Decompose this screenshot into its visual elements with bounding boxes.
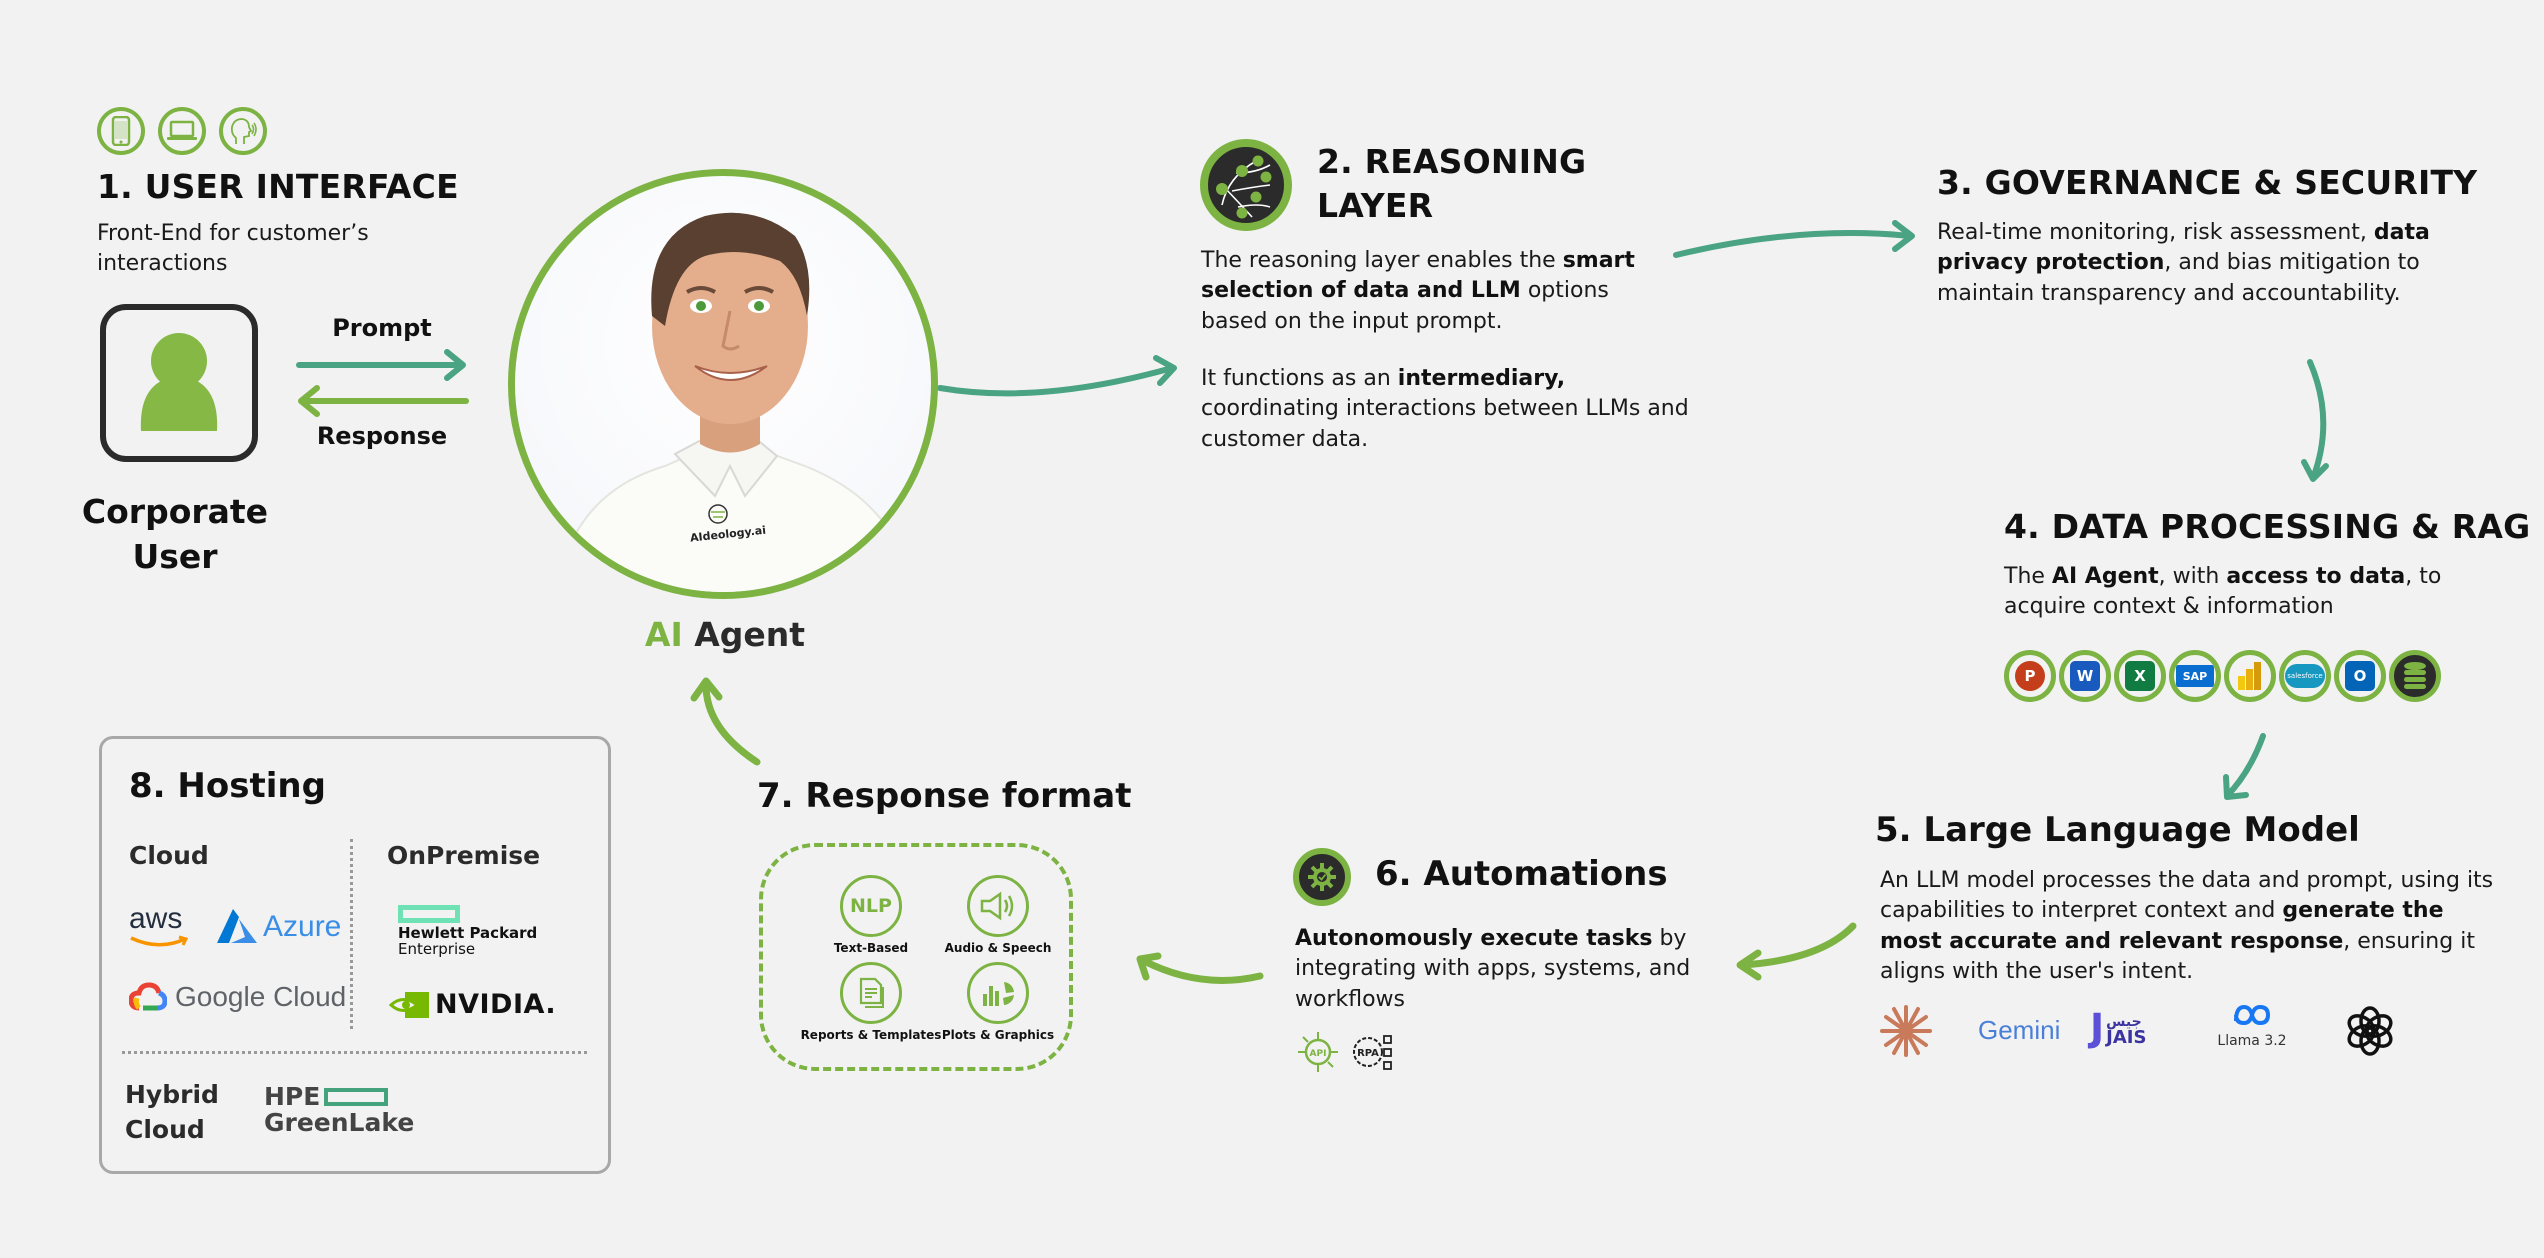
response-format-audio: Audio & Speech	[933, 875, 1063, 955]
hosting-panel: 8. Hosting Cloud OnPremise aws Azure Goo…	[99, 736, 611, 1174]
nvidia-logo: NVIDIA.	[389, 989, 556, 1020]
response-format-plots: Plots & Graphics	[933, 962, 1063, 1042]
ai-agent-avatar: AIdeology.ai	[508, 169, 938, 599]
ai-agent-label-rest: Agent	[682, 615, 806, 654]
claude-starburst-icon	[1880, 1005, 1932, 1057]
gemini-logo: Gemini	[1978, 1015, 2061, 1045]
response-format-reports: Reports & Templates	[801, 962, 941, 1042]
hybrid-cloud-label: Hybrid Cloud	[125, 1080, 219, 1144]
vertical-divider	[350, 839, 353, 1029]
aws-logo: aws	[129, 904, 193, 953]
automation-gear-icon	[1293, 848, 1351, 906]
section1-desc-line2: interactions	[97, 251, 228, 277]
corporate-user-avatar	[100, 304, 258, 462]
llama-logo: Llama 3.2	[2212, 1003, 2292, 1049]
llm-model-logos: Gemini J جيس JAIS Llama 3.2	[1878, 1003, 2398, 1063]
smartphone-icon	[97, 107, 145, 155]
document-icon	[840, 962, 902, 1024]
laptop-icon	[158, 107, 206, 155]
section2-paragraph2: It functions as an intermediary, coordin…	[1201, 366, 1689, 452]
azure-logo: Azure	[217, 909, 341, 945]
section2-title: 2. REASONING LAYER	[1317, 140, 1586, 227]
ai-agent-label-accent: AI	[644, 615, 683, 654]
automation-badges: API RPA	[1296, 1030, 1394, 1074]
section4-title: 4. DATA PROCESSING & RAG	[2004, 507, 2531, 546]
powerpoint-icon: P	[2004, 650, 2056, 702]
prompt-arrow	[296, 349, 466, 381]
response-format-text: NLP Text-Based	[806, 875, 936, 955]
hewlett-packard-enterprise-logo: Hewlett Packard Enterprise	[398, 905, 537, 958]
section8-title: 8. Hosting	[129, 766, 326, 806]
arrow-response-to-agent	[690, 677, 761, 766]
section3-title: 3. GOVERNANCE & SECURITY	[1937, 163, 2478, 202]
user-label-line1: Corporate	[81, 492, 269, 531]
section6-title: 6. Automations	[1375, 854, 1668, 894]
voice-speaking-icon	[219, 107, 267, 155]
speaker-icon	[967, 875, 1029, 937]
salesforce-icon: salesforce	[2279, 650, 2331, 702]
onpremise-label: OnPremise	[387, 841, 541, 870]
jais-logo: J جيس JAIS	[2090, 1006, 2147, 1050]
section4-description: The AI Agent, with access to data, to ac…	[2004, 564, 2442, 620]
arrow-automations-to-response	[1136, 952, 1264, 984]
svg-text:RPA: RPA	[1357, 1048, 1379, 1059]
api-gear-icon: API	[1298, 1032, 1338, 1072]
ui-channel-icons	[97, 107, 267, 155]
section7-title: 7. Response format	[757, 776, 1132, 816]
outlook-icon: O	[2334, 650, 2386, 702]
section2-title-line1: 2. REASONING	[1317, 142, 1587, 181]
powerbi-icon	[2224, 650, 2276, 702]
response-arrow	[298, 385, 469, 417]
horizontal-divider	[122, 1051, 587, 1054]
arrow-agent-to-reasoning	[937, 355, 1177, 397]
section1-description: Front-End for customer’s interactions	[97, 219, 417, 280]
reasoning-network-icon	[1200, 139, 1292, 231]
arrow-reasoning-to-governance	[1673, 220, 1915, 258]
section2-paragraph1: The reasoning layer enables the smart se…	[1201, 248, 1635, 334]
agent-portrait-illustration: AIdeology.ai	[555, 212, 915, 592]
nlp-icon: NLP	[840, 875, 902, 937]
response-label: Response	[316, 422, 448, 450]
section3-description: Real-time monitoring, risk assessment, d…	[1937, 220, 2430, 306]
section6-description: Autonomously execute tasks by integratin…	[1295, 926, 1691, 1012]
data-source-icons: P W X SAP salesforce O	[2004, 650, 2441, 702]
word-icon: W	[2059, 650, 2111, 702]
nvidia-eye-icon	[389, 991, 429, 1018]
user-label-line2: User	[132, 536, 218, 576]
excel-icon: X	[2114, 650, 2166, 702]
prompt-label: Prompt	[332, 314, 432, 342]
corporate-user-label: Corporate User	[60, 490, 290, 579]
sap-icon: SAP	[2169, 650, 2221, 702]
cloud-label: Cloud	[129, 841, 209, 870]
section2-title-line2: LAYER	[1317, 185, 1434, 225]
svg-text:API: API	[1310, 1049, 1327, 1059]
section1-title: 1. USER INTERFACE	[97, 167, 459, 206]
meta-infinity-icon	[2234, 1004, 2271, 1026]
response-format-box: NLP Text-Based Audio & Speech Reports & …	[759, 843, 1073, 1071]
azure-icon	[217, 909, 257, 943]
google-cloud-logo: Google Cloud	[129, 981, 346, 1013]
google-cloud-icon	[129, 982, 167, 1011]
rpa-workflow-icon: RPA	[1353, 1035, 1392, 1070]
section5-description: An LLM model processes the data and prom…	[1880, 868, 2494, 985]
ai-agent-label: AI Agent	[560, 615, 890, 654]
openai-icon	[2347, 1006, 2393, 1056]
section1-desc-line1: Front-End for customer’s	[97, 221, 369, 246]
hpe-element-icon	[398, 905, 460, 923]
arrow-governance-to-data	[2301, 359, 2329, 482]
user-silhouette-icon	[140, 333, 218, 431]
arrow-data-to-llm	[2223, 733, 2266, 800]
arrow-llm-to-automations	[1736, 922, 1857, 981]
database-icon	[2389, 650, 2441, 702]
chart-icon	[967, 962, 1029, 1024]
hpe-element-icon	[324, 1087, 389, 1106]
section5-title: 5. Large Language Model	[1875, 810, 2360, 850]
hpe-greenlake-logo: HPE GreenLake	[264, 1082, 415, 1137]
